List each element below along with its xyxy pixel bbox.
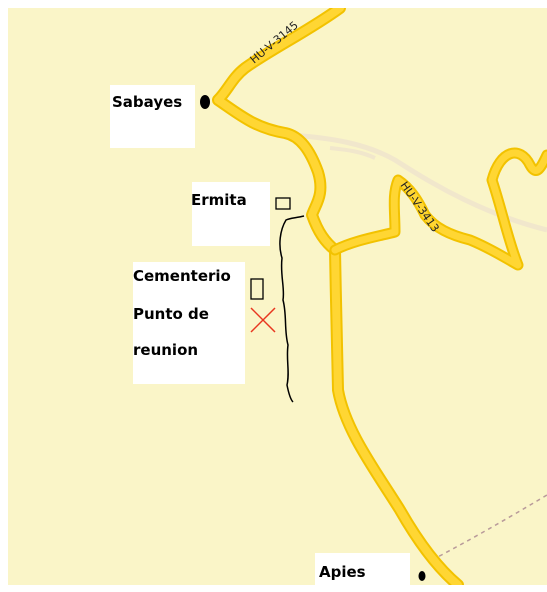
label-box-cementerio — [133, 262, 245, 384]
building-icon[interactable] — [250, 278, 264, 300]
road-label-hu-v-3413: HU-V-3413 — [398, 179, 442, 234]
place-label-punto-de-reunion-line1[interactable]: Punto de — [133, 305, 209, 323]
label-box-ermita — [192, 182, 270, 246]
road-network — [212, 8, 547, 585]
road-hu-v-3145 — [214, 8, 462, 585]
place-label-punto-de-reunion-line2[interactable]: reunion — [133, 341, 199, 359]
place-label-apies[interactable]: Apies — [319, 563, 366, 581]
road-hu-v-3413 — [331, 149, 547, 269]
cross-marker-icon[interactable] — [250, 307, 276, 333]
place-label-cementerio[interactable]: Cementerio — [133, 267, 231, 285]
map-layer: HU-V-3145 HU-V-3413 — [110, 8, 547, 585]
secondary-road — [329, 146, 376, 160]
place-label-sabayes[interactable]: Sabayes — [112, 93, 183, 111]
place-label-ermita[interactable]: Ermita — [191, 191, 247, 209]
town-marker-icon[interactable] — [200, 95, 210, 109]
label-box-sabayes — [110, 85, 195, 148]
town-marker-icon[interactable] — [418, 571, 426, 581]
map-canvas[interactable]: HU-V-3145 HU-V-3413 Sabayes Ermita Cemen… — [8, 8, 547, 585]
footpath-dashed — [431, 494, 547, 561]
walking-track — [279, 215, 305, 403]
label-box-apies — [315, 553, 410, 585]
building-icon[interactable] — [275, 197, 291, 210]
